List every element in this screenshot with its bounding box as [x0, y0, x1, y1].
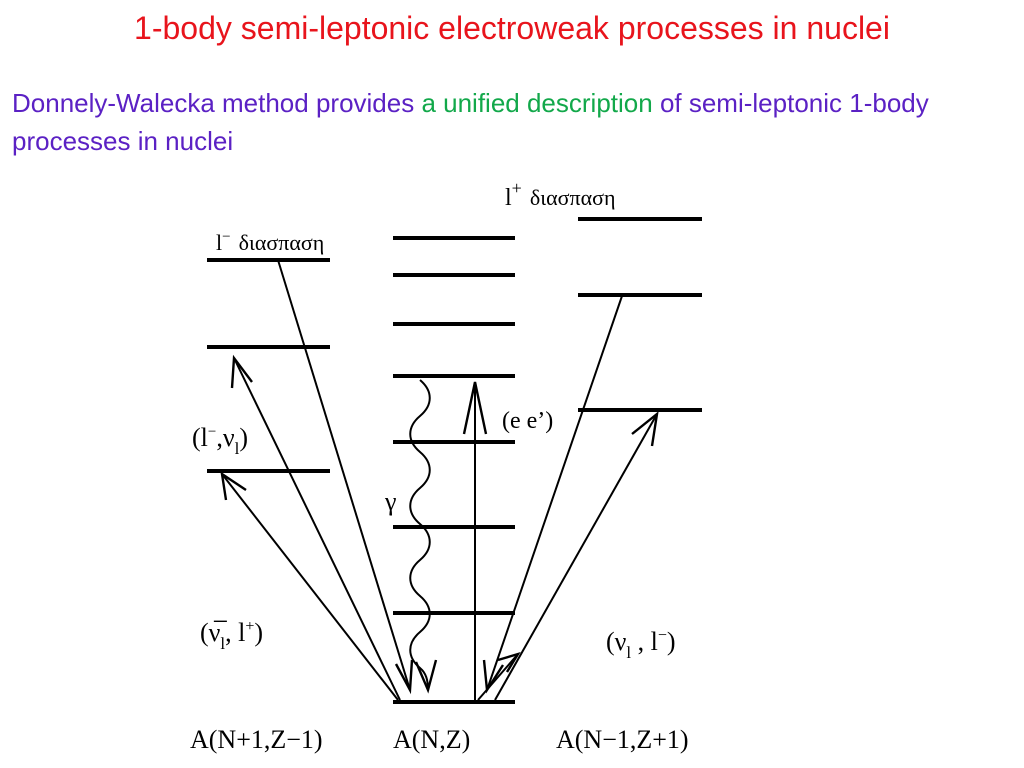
gamma-arrow-head: [414, 659, 438, 694]
arrow-to-right-ground-line: [477, 653, 519, 701]
arrow-left-decay-line: [277, 259, 411, 691]
label-nucleus-right: A(N−1,Z+1): [556, 725, 689, 754]
slide-subtitle: Donnely-Walecka method provides a unifie…: [12, 84, 1002, 160]
label-right-decay: l+διασπαση: [505, 178, 616, 211]
arrow-ee-head: [462, 381, 488, 435]
gamma-wavy-line: [409, 379, 431, 691]
arrow-to-left-low-head: [220, 471, 247, 501]
label-neutrino-electron: (νl , l−): [606, 627, 676, 662]
arrow-to-left-mid-head: [230, 354, 253, 389]
label-nucleus-left: A(N+1,Z−1): [190, 725, 323, 754]
slide-title: 1-body semi-leptonic electroweak process…: [134, 10, 890, 46]
label-left-decay: l−διασπαση: [216, 229, 324, 255]
arrow-to-left-low-line: [221, 473, 399, 701]
arrow-to-right-ground-head: [497, 651, 521, 673]
arrow-to-right-low-head: [631, 411, 659, 447]
arrow-left-decay-head: [394, 659, 414, 695]
arrow-to-left-mid-line: [233, 357, 401, 701]
arrow-right-decay-line: [486, 295, 623, 691]
arrow-to-right-low-line: [494, 413, 658, 701]
label-electron-scattering: (e e’): [502, 408, 553, 434]
label-antineutrino-positron: (ν̅l, l+): [200, 618, 263, 653]
label-lepton-neutrino-capture: (l−,νl): [192, 423, 248, 458]
label-nucleus-center: A(N,Z): [393, 725, 470, 754]
subtitle-text-end: of semi-leptonic 1-body processes in nuc…: [12, 88, 929, 156]
subtitle-highlight: a unified description: [421, 88, 653, 118]
label-gamma: γ: [384, 487, 397, 516]
subtitle-text-start: Donnely-Walecka method provides: [12, 88, 422, 118]
